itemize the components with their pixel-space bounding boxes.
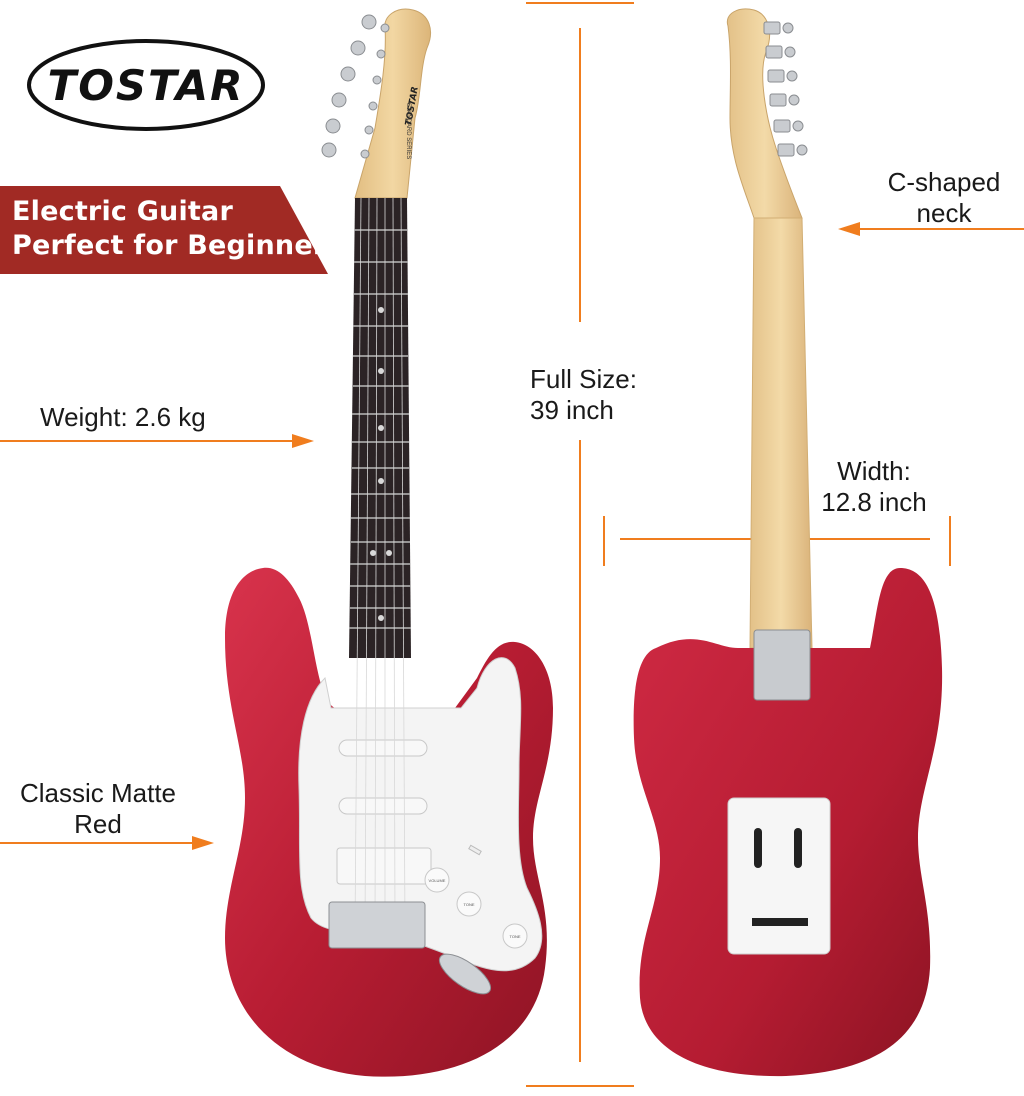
tone-knob-2 xyxy=(502,923,528,949)
width-label: Width: 12.8 inch xyxy=(804,456,944,518)
guitar-front-image: TOSTAR STANDARD SERIES VOLUME TONE TONE xyxy=(225,8,553,1077)
front-pickup-humbucker xyxy=(336,847,432,885)
tone-knob-2-label: TONE xyxy=(509,934,520,939)
guitar-back-image xyxy=(633,8,943,1077)
promo-banner-text: Electric Guitar Perfect for Beginners xyxy=(12,195,343,263)
front-headstock xyxy=(354,8,431,199)
brand-logo: TOSTAR xyxy=(27,39,265,131)
neck-label-line-2: neck xyxy=(916,198,972,228)
headstock-series: STANDARD SERIES xyxy=(405,103,411,159)
tremolo-cover xyxy=(727,797,831,955)
string-holes xyxy=(752,918,808,926)
front-bridge xyxy=(328,901,426,949)
front-inlays xyxy=(370,307,392,621)
neck-label-line-1: C-shaped xyxy=(887,167,1001,197)
front-frets xyxy=(349,229,411,629)
volume-knob-label: VOLUME xyxy=(429,878,446,883)
back-tuners xyxy=(763,21,808,157)
front-pickup-middle xyxy=(338,797,428,815)
banner-line-2: Perfect for Beginners xyxy=(12,230,343,261)
weight-label: Weight: 2.6 kg xyxy=(40,402,206,432)
logo-text: TOSTAR xyxy=(48,61,245,110)
weight-arrow xyxy=(0,434,314,448)
tone-knob-1 xyxy=(456,891,482,917)
tremolo-slot-left xyxy=(754,828,762,868)
width-label-line-1: Width: xyxy=(837,456,911,486)
front-output-jack xyxy=(438,953,492,995)
volume-knob xyxy=(424,867,450,893)
length-measure-line xyxy=(526,2,634,1087)
color-label-line-2: Red xyxy=(74,809,122,839)
front-tuners xyxy=(321,14,390,159)
width-label-line-2: 12.8 inch xyxy=(821,487,927,517)
tone-knob-1-label: TONE xyxy=(463,902,474,907)
front-strings xyxy=(354,197,406,929)
banner-line-1: Electric Guitar xyxy=(12,196,233,227)
color-arrow xyxy=(0,836,214,850)
promo-banner xyxy=(0,186,328,274)
size-label-line-2: 39 inch xyxy=(530,395,614,425)
color-label: Classic Matte Red xyxy=(10,778,186,840)
back-neck xyxy=(749,217,813,649)
neck-plate xyxy=(753,629,811,701)
color-label-line-1: Classic Matte xyxy=(19,778,177,808)
pickup-selector xyxy=(468,844,482,856)
neck-label: C-shaped neck xyxy=(870,167,1018,229)
back-headstock xyxy=(726,8,803,219)
size-label: Full Size: 39 inch xyxy=(530,364,637,426)
tremolo-slot-right xyxy=(794,828,802,868)
front-pickup-neck xyxy=(338,739,428,757)
neck-arrow xyxy=(838,222,1024,236)
size-label-line-1: Full Size: xyxy=(530,364,637,394)
